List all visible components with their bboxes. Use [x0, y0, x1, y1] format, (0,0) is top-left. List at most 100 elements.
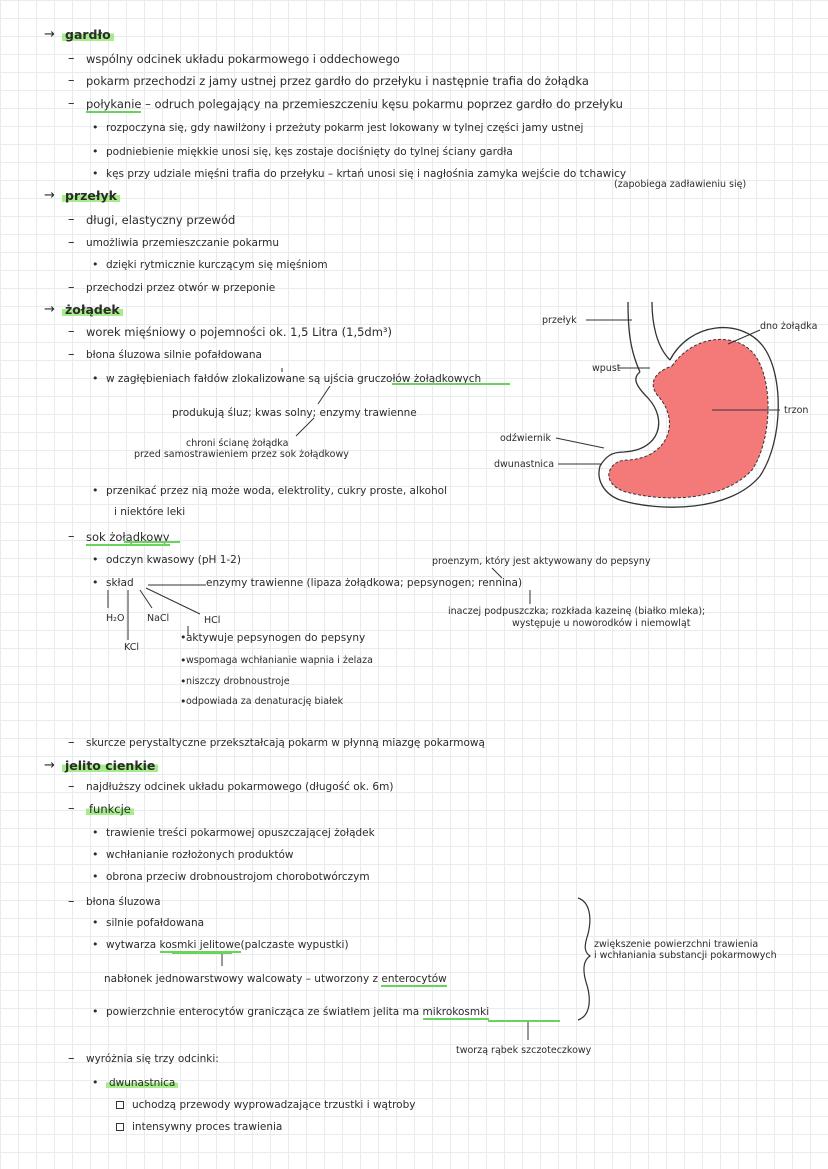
text-fragment: – odruch polegający na przemieszczeniu k… — [141, 97, 623, 111]
text-fragment: wytwarza — [106, 939, 160, 951]
formula-hcl: HCl — [204, 615, 221, 626]
label-trzon: trzon — [784, 405, 809, 416]
text-line: skład — [106, 577, 134, 589]
bullet-dash: – — [68, 51, 75, 66]
bullet-dot: • — [180, 654, 187, 667]
label-przelyk: przełyk — [542, 315, 577, 326]
term-funkcje: funkcje — [86, 802, 134, 816]
section-arrow: → — [44, 27, 55, 42]
section-arrow: → — [44, 188, 55, 203]
text-line: kęs przy udziale mięśni trafia do przeły… — [106, 168, 627, 180]
text-line: przenikać przez nią może woda, elektroli… — [106, 485, 447, 497]
bullet-dot: • — [180, 631, 187, 644]
term-enterocyty: enterocytów — [381, 973, 447, 987]
text-line: w zagłębieniach fałdów zlokalizowane są … — [106, 373, 482, 385]
formula-h2o: H₂O — [106, 613, 125, 624]
text-line: worek mięśniowy o pojemności ok. 1,5 Lit… — [86, 325, 393, 339]
bullet-dash: – — [68, 735, 75, 750]
text-line: wspólny odcinek układu pokarmowego i odd… — [86, 52, 400, 66]
text-line: obrona przeciw drobnoustrojom chorobotwó… — [106, 871, 370, 883]
bullet-dash: – — [68, 347, 75, 362]
section-title-zoladek: żołądek — [62, 302, 123, 317]
bullet-square — [116, 1123, 124, 1131]
text-note: występuje u noworodków i niemowląt — [512, 618, 691, 629]
text-line: uchodzą przewody wyprowadzające trzustki… — [132, 1099, 416, 1111]
text-line: wchłanianie rozłożonych produktów — [106, 849, 294, 861]
bullet-dot: • — [92, 576, 99, 589]
formula-kcl: KCl — [124, 642, 139, 653]
text-line: produkują śluz; kwas solny; enzymy trawi… — [172, 407, 417, 419]
text-note: i wchłaniania substancji pokarmowych — [594, 950, 777, 961]
text-note: inaczej podpuszczka; rozkłada kazeinę (b… — [448, 606, 706, 617]
section-arrow: → — [44, 302, 55, 317]
text-fragment: nabłonek jednowarstwowy walcowaty – utwo… — [104, 973, 382, 985]
term-sok-zoladkowy: sok żołądkowy — [86, 530, 170, 546]
text-note: zwiększenie powierzchni trawienia — [594, 939, 759, 950]
text-line: umożliwia przemieszczanie pokarmu — [86, 237, 279, 249]
term-kosmki-jelitowe: kosmki jelitowe — [159, 939, 241, 953]
text-line: intensywny proces trawienia — [132, 1121, 283, 1133]
text-line: podniebienie miękkie unosi się, kęs zost… — [106, 146, 513, 158]
label-wpust: wpust — [592, 363, 621, 374]
bullet-dash: – — [68, 73, 75, 88]
brace — [577, 897, 592, 1021]
bullet-dot: • — [92, 553, 99, 566]
bullet-dash: – — [68, 235, 75, 250]
bullet-dot: • — [92, 1005, 99, 1018]
text-line: błona śluzowa silnie pofałdowana — [86, 349, 262, 361]
section-title-przelyk: przełyk — [62, 188, 120, 203]
stomach-outer-wall — [598, 326, 779, 508]
text-line: trawienie treści pokarmowej opuszczające… — [106, 827, 375, 839]
term-polykanie: połykanie — [86, 97, 142, 113]
bullet-dot: • — [92, 372, 99, 385]
bullet-dot: • — [180, 675, 187, 688]
text-line: sok żołądkowy — [86, 530, 170, 546]
text-line: najdłuższy odcinek układu pokarmowego (d… — [86, 781, 394, 793]
text-line: przechodzi przez otwór w przeponie — [86, 282, 276, 294]
text-note: tworzą rąbek szczoteczkowy — [456, 1045, 592, 1056]
bullet-dot: • — [92, 848, 99, 861]
bullet-dash: – — [68, 212, 75, 227]
text-line: wytwarza kosmki jelitowe(palczaste wypus… — [106, 938, 349, 953]
term-dwunastnica: dwunastnica — [106, 1077, 179, 1089]
text-fragment: (palczaste wypustki) — [240, 939, 349, 951]
section-arrow: → — [44, 758, 55, 773]
text-line: i niektóre leki — [114, 506, 186, 518]
text-line: dwunastnica — [106, 1076, 179, 1090]
bullet-dot: • — [180, 695, 187, 708]
bullet-dot: • — [92, 121, 99, 134]
label-dwunastnica: dwunastnica — [494, 459, 555, 470]
bullet-dot: • — [92, 826, 99, 839]
bullet-dash: – — [68, 96, 75, 111]
text-fragment: powierzchnie enterocytów granicząca ze ś… — [106, 1006, 423, 1018]
bullet-dot: • — [92, 484, 99, 497]
text-line: silnie pofałdowana — [106, 917, 205, 929]
text-line: wspomaga wchłanianie wapnia i żelaza — [186, 655, 373, 666]
term-mikrokosmki: mikrokosmki — [422, 1006, 490, 1020]
text-line: pokarm przechodzi z jamy ustnej przez ga… — [86, 74, 589, 88]
text-line: funkcje — [86, 802, 134, 816]
text-line: aktywuje pepsynogen do pepsyny — [186, 632, 366, 644]
bullet-dot: • — [92, 938, 99, 951]
text-note: proenzym, który jest aktywowany do pepsy… — [432, 556, 651, 567]
section-title-jelito-cienkie: jelito cienkie — [62, 758, 159, 773]
bullet-dot: • — [92, 167, 99, 180]
label-dno-zoladka: dno żołądka — [760, 321, 818, 332]
bullet-dot: • — [92, 258, 99, 271]
bullet-dot: • — [92, 870, 99, 883]
text-line: chroni ścianę żołądka — [186, 438, 289, 449]
bullet-dot: • — [92, 916, 99, 929]
text-line: enzymy trawienne (lipaza żołądkowa; peps… — [206, 577, 523, 589]
text-line: niszczy drobnoustroje — [186, 676, 290, 687]
text-line: skurcze perystaltyczne przekształcają po… — [86, 737, 485, 749]
text-line: powierzchnie enterocytów granicząca ze ś… — [106, 1005, 490, 1020]
bullet-dash: – — [68, 779, 75, 794]
bullet-dash: – — [68, 280, 75, 295]
bullet-dot: • — [92, 145, 99, 158]
bullet-dash: – — [68, 801, 75, 816]
label-odzwiernik: odźwiernik — [500, 433, 551, 444]
text-line: wyróżnia się trzy odcinki: — [86, 1053, 219, 1065]
